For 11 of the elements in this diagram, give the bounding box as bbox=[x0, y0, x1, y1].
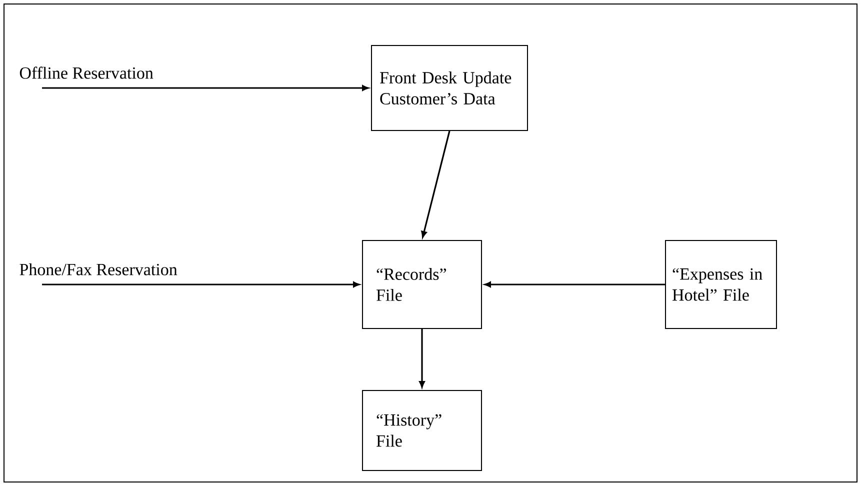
arrow bbox=[419, 329, 425, 388]
arrow bbox=[42, 85, 369, 91]
arrow bbox=[42, 282, 360, 288]
process-box: “Expenses in Hotel” File bbox=[665, 240, 777, 329]
process-box: Front Desk Update Customer’s Data bbox=[371, 45, 528, 131]
arrow bbox=[484, 282, 665, 288]
edge-label: Offline Reservation bbox=[20, 66, 154, 79]
arrow bbox=[421, 130, 450, 238]
process-box: “History” File bbox=[362, 390, 482, 471]
edge-label: Phone/Fax Reservation bbox=[20, 263, 178, 276]
process-box: “Records” File bbox=[362, 240, 482, 329]
